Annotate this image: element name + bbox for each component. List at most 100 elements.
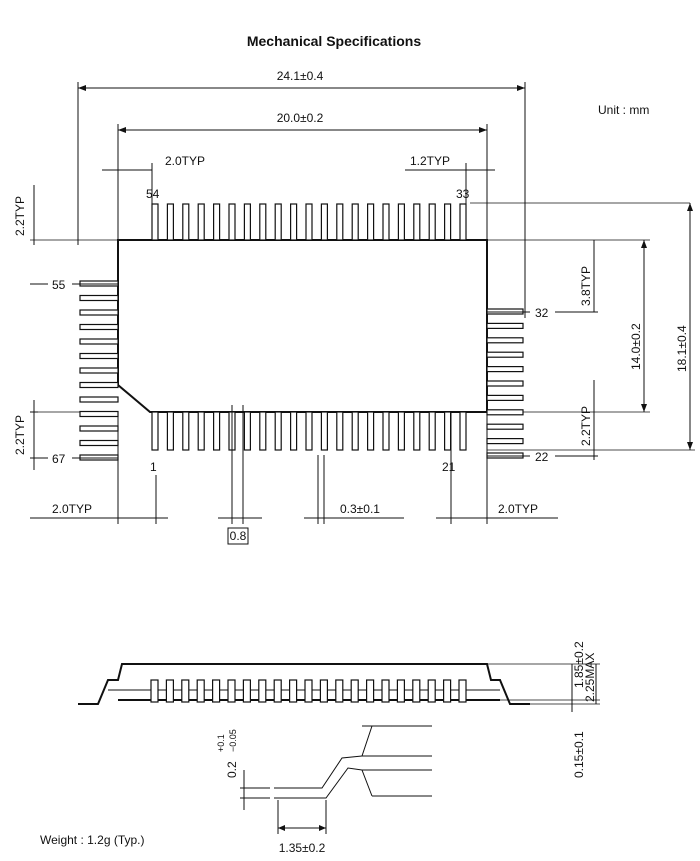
pin-lead — [182, 411, 190, 451]
pin-lead — [486, 322, 524, 329]
pin-lead — [196, 679, 205, 703]
pin-lead — [351, 411, 359, 451]
pin-lead — [259, 203, 267, 241]
pin-number-1: 1 — [150, 460, 157, 474]
dim-left-top: 2.2TYP — [13, 196, 27, 236]
pin-lead — [397, 203, 405, 241]
dim-lead-width: 0.3±0.1 — [340, 502, 380, 516]
pin-lead — [304, 679, 313, 703]
pin-lead — [166, 203, 174, 241]
dim-overall-width: 24.1±0.4 — [277, 69, 324, 83]
pin-number-21: 21 — [442, 460, 456, 474]
pin-lead — [79, 439, 119, 447]
dim-bottom-right: 2.0TYP — [498, 502, 538, 516]
pin-lead — [459, 411, 467, 451]
pin-lead — [335, 679, 344, 703]
pin-lead — [382, 203, 390, 241]
pin-lead — [319, 679, 328, 703]
pin-lead — [336, 203, 344, 241]
pin-lead — [290, 411, 298, 451]
pin-number-33: 33 — [456, 187, 470, 201]
pin-lead — [79, 294, 119, 302]
package-body — [117, 239, 488, 413]
pin-lead — [79, 367, 119, 374]
pin-lead — [412, 679, 421, 703]
pin-lead — [486, 337, 524, 344]
pin-lead — [242, 679, 251, 703]
pin-lead — [367, 411, 375, 451]
bottom-pins — [151, 411, 467, 451]
pin-lead — [413, 411, 421, 451]
pin-lead — [197, 203, 205, 241]
pin-lead — [274, 411, 282, 451]
pin-number-67: 67 — [52, 452, 66, 466]
pin-lead — [79, 323, 119, 331]
pin-lead — [443, 679, 452, 703]
pin-lead — [79, 425, 119, 432]
pin-lead — [428, 203, 436, 241]
side-pins — [150, 679, 467, 703]
dim-lead-thickness: 0.2 — [225, 761, 239, 778]
pin-lead — [165, 679, 174, 703]
dim-pitch-right: 1.2TYP — [410, 154, 450, 168]
pin-lead — [79, 352, 119, 360]
pin-lead — [197, 411, 205, 451]
dim-pitch-left: 2.0TYP — [165, 154, 205, 168]
pin-lead — [459, 203, 467, 241]
pin-lead — [181, 679, 190, 703]
dim-lead-thickness-tol-top: +0.1 — [216, 734, 226, 752]
pin-number-55: 55 — [52, 278, 66, 292]
dim-body-height: 14.0±0.2 — [629, 323, 643, 370]
dim-pitch-box: 0.8 — [230, 529, 247, 543]
pin-lead — [444, 411, 452, 451]
pin-lead — [243, 411, 251, 451]
pin-lead — [427, 679, 436, 703]
pin-lead — [320, 203, 328, 241]
pin-lead — [150, 679, 159, 703]
pin-lead — [350, 679, 359, 703]
dim-max-height: 2.25MAX — [583, 653, 597, 702]
pin-lead — [486, 351, 524, 358]
pin-lead — [367, 203, 375, 241]
pin-lead — [351, 203, 359, 241]
pin-lead — [258, 679, 267, 703]
pin-lead — [243, 203, 251, 241]
dim-thickness: 1.85±0.2 — [572, 641, 586, 688]
pin-lead — [79, 396, 119, 403]
dim-right-bottom: 2.2TYP — [579, 406, 593, 446]
pin-lead — [413, 203, 421, 241]
pin-lead — [381, 679, 390, 703]
pin-number-54: 54 — [146, 187, 160, 201]
pin-lead — [79, 338, 119, 345]
pin-lead — [274, 203, 282, 241]
pin-lead — [336, 411, 344, 451]
pin-lead — [428, 411, 436, 451]
pin-lead — [397, 411, 405, 451]
page-title: Mechanical Specifications — [247, 33, 421, 49]
pin-lead — [259, 411, 267, 451]
pitch-box — [227, 527, 249, 545]
pin-lead — [213, 203, 221, 241]
dim-bottom-left: 2.0TYP — [52, 502, 92, 516]
pin-lead — [396, 679, 405, 703]
dim-standoff: 0.15±0.1 — [572, 731, 586, 778]
pin-lead — [458, 679, 467, 703]
pin-lead — [320, 411, 328, 451]
pin-lead — [305, 203, 313, 241]
weight-label: Weight : 1.2g (Typ.) — [40, 833, 145, 847]
pin-lead — [486, 366, 524, 373]
pin-lead — [79, 381, 119, 389]
pin-lead — [486, 394, 524, 401]
pin-number-22: 22 — [535, 450, 549, 464]
pin-number-32: 32 — [535, 306, 549, 320]
pin-lead — [486, 438, 524, 445]
pin-lead — [486, 380, 524, 387]
pin-lead — [228, 203, 236, 241]
top-pins — [151, 203, 467, 241]
pin-lead — [382, 411, 390, 451]
pin-lead — [151, 411, 159, 451]
pin-lead — [212, 679, 221, 703]
pin-lead — [305, 411, 313, 451]
lead-detail — [274, 725, 432, 799]
